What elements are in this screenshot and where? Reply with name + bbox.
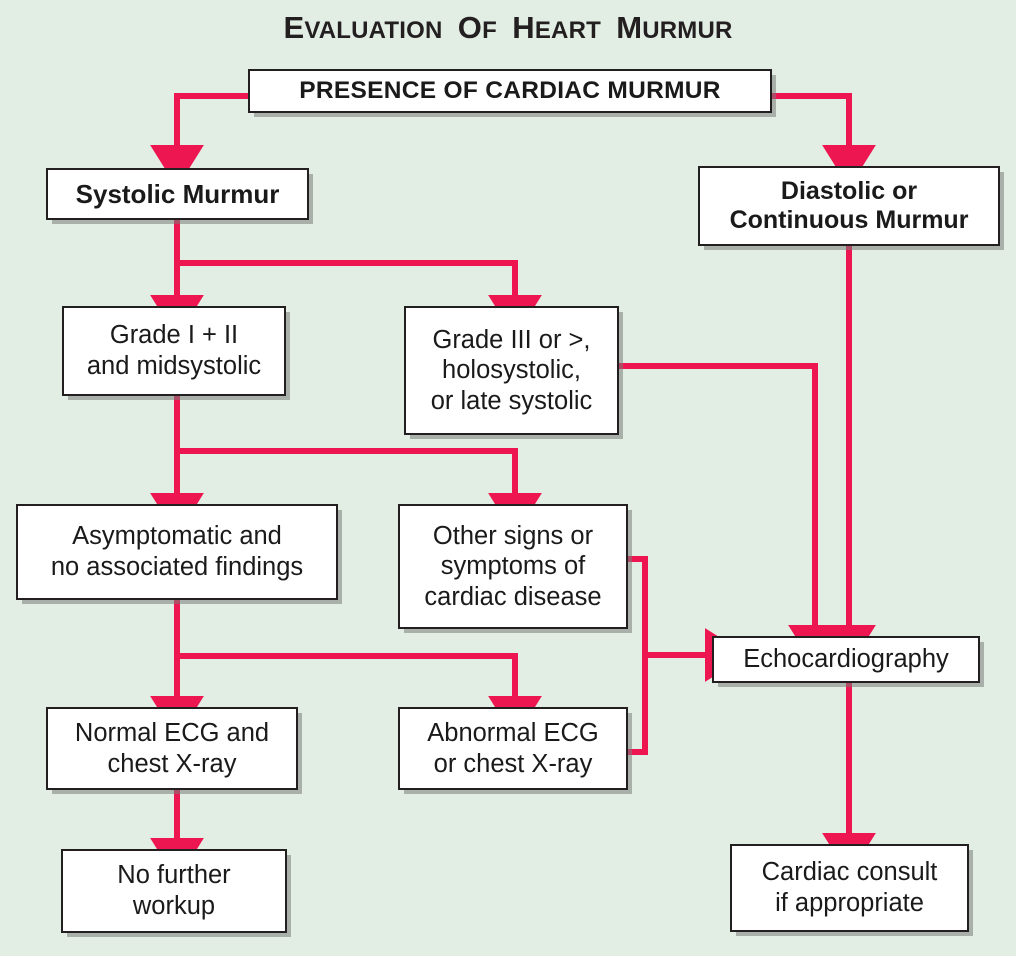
node-presence-of-cardiac-murmur[interactable]: PRESENCE OF CARDIAC MURMUR xyxy=(248,69,772,113)
edge-asympt-abnormalecg xyxy=(177,653,542,739)
node-abnormal-ecg-chest-xray[interactable]: Abnormal ECG or chest X-ray xyxy=(398,707,628,790)
node-presence-label: PRESENCE OF CARDIAC MURMUR xyxy=(299,77,721,104)
node-cardiac-consult[interactable]: Cardiac consult if appropriate xyxy=(730,844,969,932)
page-title: EVALUATION OF HEART MURMUR xyxy=(0,8,1016,51)
node-diastolic-label: Diastolic or Continuous Murmur xyxy=(729,176,969,235)
node-consult-label: Cardiac consult if appropriate xyxy=(761,858,938,917)
node-grade-1-2-midsystolic[interactable]: Grade I + II and midsystolic xyxy=(62,306,286,396)
node-echo-label: Echocardiography xyxy=(743,645,949,673)
node-normal-ecg-chest-xray[interactable]: Normal ECG and chest X-ray xyxy=(46,707,298,790)
node-systolic-murmur[interactable]: Systolic Murmur xyxy=(46,168,309,220)
node-other-signs-symptoms[interactable]: Other signs or symptoms of cardiac disea… xyxy=(398,504,628,629)
node-asymptomatic-no-findings[interactable]: Asymptomatic and no associated findings xyxy=(16,504,338,600)
edge-presence-diastolic xyxy=(772,93,876,188)
node-no-further-workup[interactable]: No further workup xyxy=(61,849,287,933)
node-systolic-label: Systolic Murmur xyxy=(75,178,280,209)
page-title-text: EVALUATION OF HEART MURMUR xyxy=(283,10,733,45)
node-abnormalecg-label: Abnormal ECG or chest X-ray xyxy=(427,718,599,778)
edge-presence-systolic xyxy=(150,93,248,188)
edge-grade12-othersigns xyxy=(177,448,542,536)
node-grade3-label: Grade III or >, holosystolic, or late sy… xyxy=(430,325,593,415)
node-normalecg-label: Normal ECG and chest X-ray xyxy=(74,718,270,778)
edge-systolic-grade3 xyxy=(177,260,542,338)
node-grade-3-or-greater[interactable]: Grade III or >, holosystolic, or late sy… xyxy=(404,306,619,435)
node-diastolic-or-continuous-murmur[interactable]: Diastolic or Continuous Murmur xyxy=(698,166,1000,246)
node-echocardiography[interactable]: Echocardiography xyxy=(712,636,980,683)
node-grade12-label: Grade I + II and midsystolic xyxy=(86,321,262,380)
node-nofurther-label: No further workup xyxy=(117,861,231,920)
node-asympt-label: Asymptomatic and no associated findings xyxy=(50,522,304,581)
edge-grade3-echo xyxy=(619,363,842,668)
edge-merge-bus xyxy=(628,556,648,755)
node-othersigns-label: Other signs or symptoms of cardiac disea… xyxy=(424,521,602,611)
